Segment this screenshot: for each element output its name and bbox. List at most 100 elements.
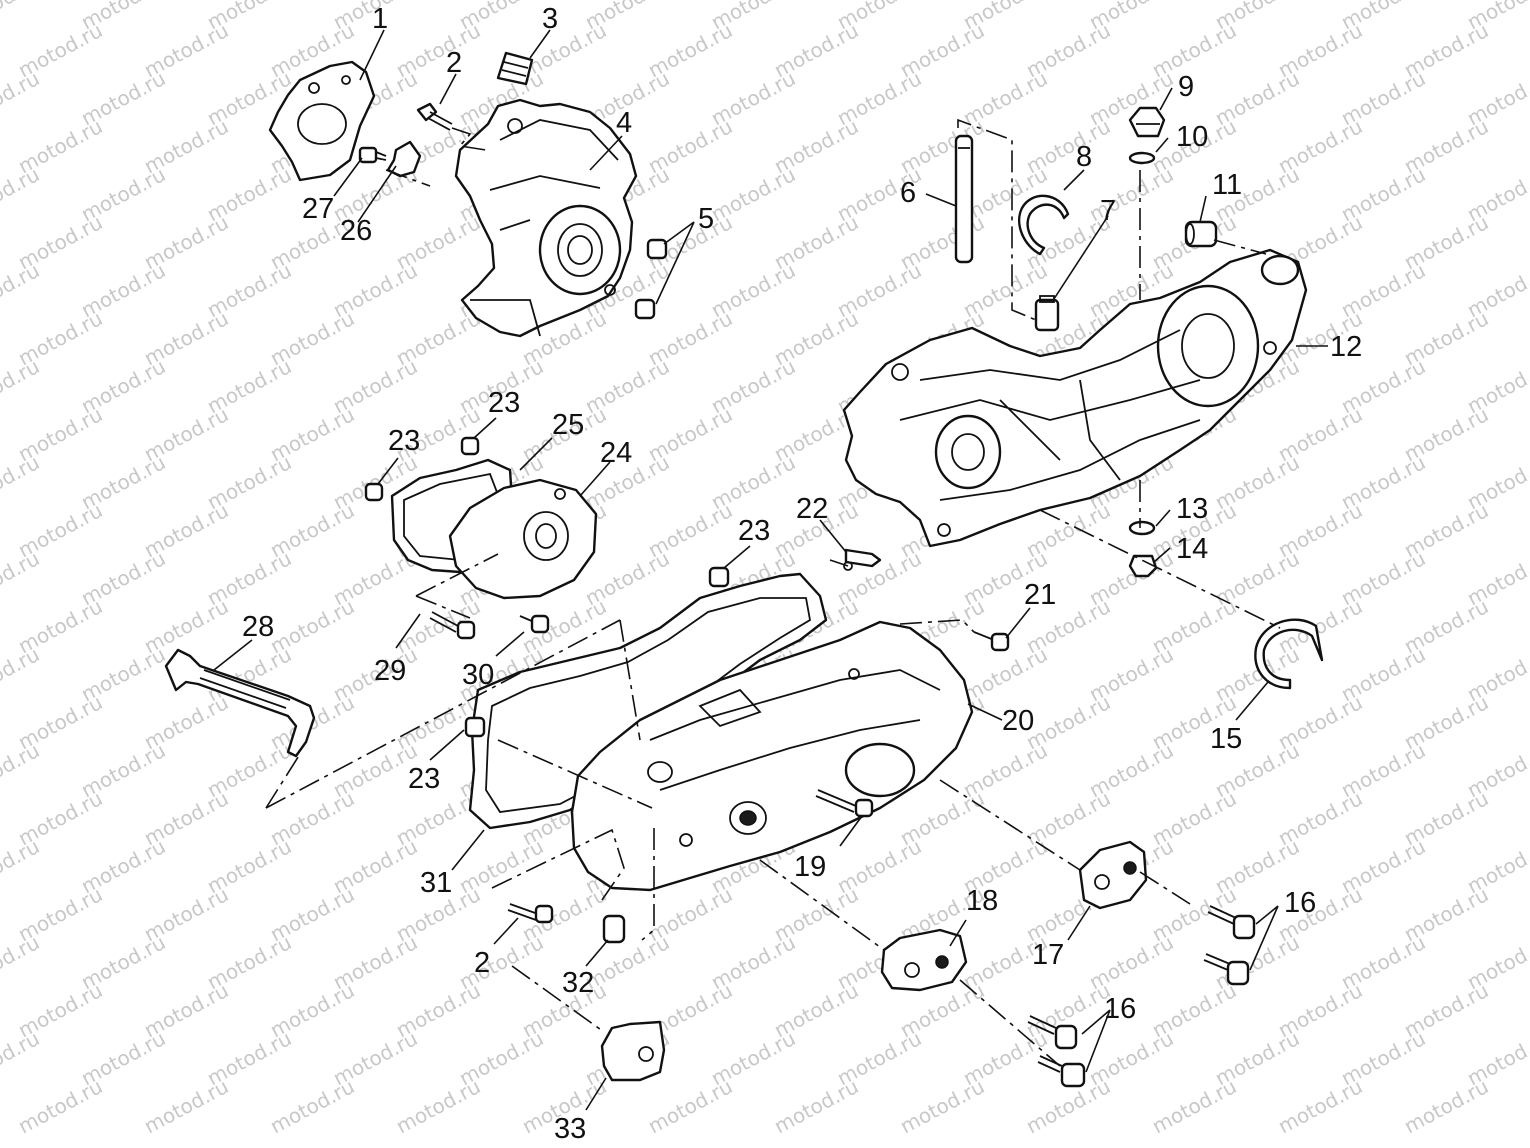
- part-16-bolts-bottom: [1027, 1015, 1086, 1088]
- watermark-text: motod.ru: [0, 258, 43, 322]
- callout-30: 30: [462, 659, 494, 691]
- callout-31: 31: [420, 867, 452, 899]
- watermark-text: motod.ru: [0, 738, 43, 802]
- part-2-bolt-top: [416, 102, 453, 131]
- watermark-text: motod.ru: [1526, 498, 1530, 562]
- part-6-shaft: [954, 134, 974, 264]
- callout-25: 25: [552, 409, 584, 441]
- callout-21: 21: [1024, 579, 1056, 611]
- callout-2-bottom: 2: [474, 947, 490, 979]
- watermark-text: motod.ru: [0, 1026, 43, 1090]
- part-12-crankcase-right: [842, 248, 1308, 548]
- part-15-ring-clip: [1254, 618, 1324, 690]
- callout-1: 1: [372, 3, 388, 35]
- callout-16-right: 16: [1284, 887, 1316, 919]
- part-16-bolts-right: [1203, 905, 1256, 986]
- callout-3: 3: [542, 3, 558, 35]
- watermark-text: motod.ru: [14, 1074, 106, 1138]
- part-23-dowel-top-b: [364, 482, 384, 502]
- part-2-bolt-bottom: [507, 903, 554, 924]
- part-23-dowel-mid: [708, 566, 730, 588]
- part-13-washer: [1128, 520, 1156, 536]
- part-33-bracket: [600, 1020, 666, 1082]
- part-31-cover-gasket: [468, 572, 828, 830]
- part-3-small-gasket: [496, 51, 534, 86]
- callout-13: 13: [1176, 493, 1208, 525]
- callout-5: 5: [698, 203, 714, 235]
- part-24-pump-cover: [448, 478, 598, 600]
- watermark-text: motod.ru: [0, 450, 43, 514]
- watermark-text: motod.ru: [1526, 978, 1530, 1042]
- part-14-plug: [1128, 554, 1158, 578]
- assembly-lines: [265, 118, 1281, 1067]
- callout-23-mid: 23: [738, 515, 770, 547]
- watermark-text: motod.ru: [1526, 306, 1530, 370]
- callout-27: 27: [302, 193, 334, 225]
- part-30-bolt: [519, 614, 550, 634]
- callout-11: 11: [1212, 169, 1242, 201]
- watermark-text: motod.ru: [896, 1074, 988, 1138]
- watermark-text: motod.ru: [1274, 1074, 1366, 1138]
- part-4-crankcase-left: [454, 98, 638, 338]
- part-8-circlip: [1017, 194, 1070, 256]
- callout-28: 28: [242, 611, 274, 643]
- part-27-bolt: [358, 146, 387, 164]
- callout-23-low: 23: [408, 763, 440, 795]
- callout-20: 20: [1002, 705, 1034, 737]
- callout-15: 15: [1210, 723, 1242, 755]
- callout-23-top-left: 23: [388, 425, 420, 457]
- watermark-text: motod.ru: [1526, 210, 1530, 274]
- callout-labels: 1 2 3 4 5 6 7 8 9 10 11 12 13 14 15 16 1…: [242, 3, 1362, 1145]
- callout-29: 29: [374, 655, 406, 687]
- callout-6: 6: [900, 177, 916, 209]
- part-5-dowel-pins: [634, 238, 668, 320]
- watermark-text: motod.ru: [0, 642, 43, 706]
- leader-lines: [213, 29, 1328, 1111]
- part-19-bolt: [815, 789, 874, 818]
- callout-10: 10: [1176, 121, 1208, 153]
- watermark-text: motod.ru: [770, 1074, 862, 1138]
- watermark-text: motod.ru: [0, 834, 43, 898]
- part-23-dowel-low: [464, 716, 486, 738]
- callout-23-top-right: 23: [488, 387, 520, 419]
- watermark-text: motod.ru: [140, 1074, 232, 1138]
- callout-24: 24: [600, 437, 632, 469]
- watermark-text: motod.ru: [1148, 1074, 1240, 1138]
- callout-7: 7: [1100, 195, 1116, 227]
- part-11-bushing: [1184, 220, 1218, 248]
- callout-19: 19: [794, 851, 826, 883]
- watermark-text: motod.ru: [0, 162, 43, 226]
- watermark-text: motod.ru: [0, 0, 43, 34]
- watermark-text: motod.ru: [0, 354, 43, 418]
- watermark-text: motod.ru: [1526, 690, 1530, 754]
- part-29-bolt: [429, 611, 476, 640]
- watermark-text: motod.ru: [1526, 1074, 1530, 1138]
- watermark-text: motod.ru: [1400, 1074, 1492, 1138]
- callout-8: 8: [1076, 141, 1092, 173]
- callout-26: 26: [340, 215, 372, 247]
- watermark-text: motod.ru: [266, 1074, 358, 1138]
- watermark-text: motod.ru: [0, 930, 43, 994]
- callout-17: 17: [1032, 939, 1064, 971]
- part-21-bolt: [973, 631, 1010, 652]
- part-17-plate: [1078, 840, 1148, 910]
- part-23-dowel-top-a: [460, 436, 480, 456]
- part-32-dowel: [602, 914, 626, 944]
- callout-32: 32: [562, 967, 594, 999]
- callout-22: 22: [796, 493, 828, 525]
- part-22-fitting: [843, 548, 882, 571]
- part-10-o-ring: [1128, 151, 1156, 165]
- watermark-text: motod.ru: [1526, 18, 1530, 82]
- callout-9: 9: [1178, 71, 1194, 103]
- callout-18: 18: [966, 885, 998, 917]
- callout-2-top: 2: [446, 47, 462, 79]
- part-9-drain-plug: [1128, 106, 1166, 138]
- callout-4: 4: [616, 107, 632, 139]
- watermark-text: motod.ru: [1526, 594, 1530, 658]
- watermark-text: motod.ru: [1526, 882, 1530, 946]
- callout-14: 14: [1176, 533, 1208, 565]
- callout-12: 12: [1330, 331, 1362, 363]
- watermark-text: motod.ru: [0, 66, 43, 130]
